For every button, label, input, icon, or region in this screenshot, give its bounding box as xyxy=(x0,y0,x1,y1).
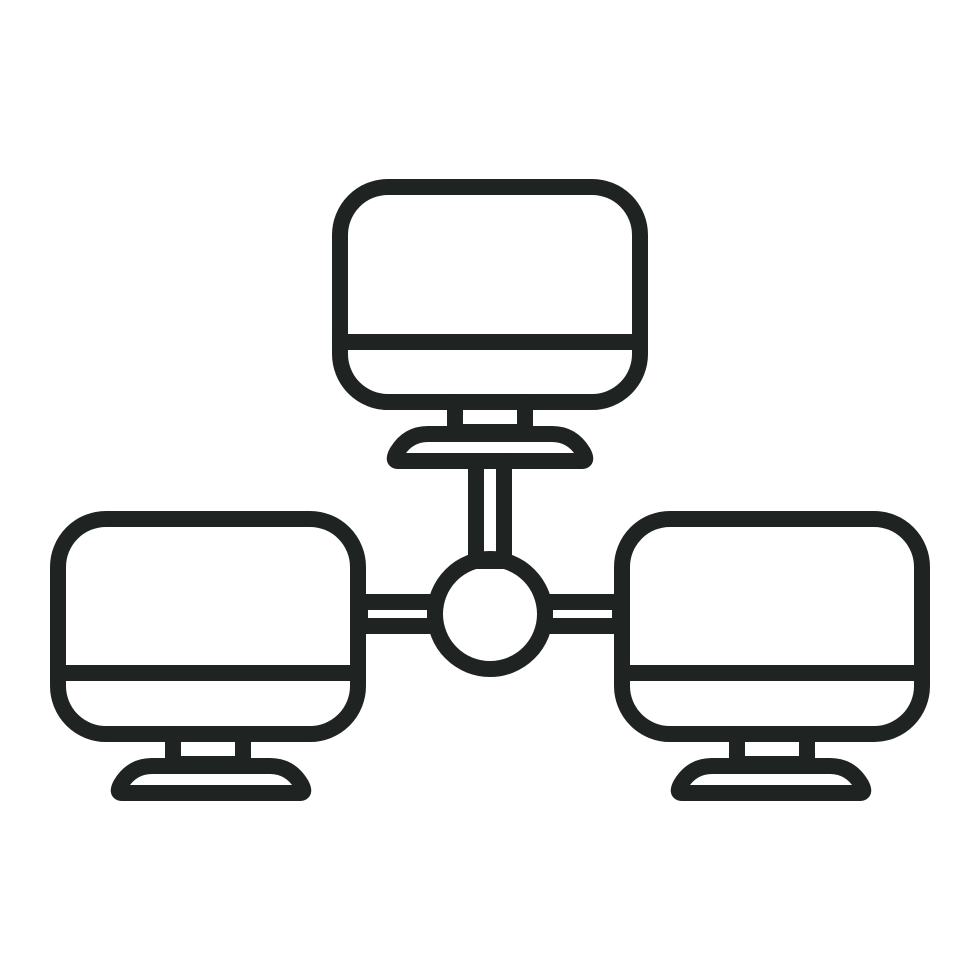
connector-top-icon xyxy=(468,453,512,569)
network-hub-icon xyxy=(427,551,553,677)
monitor-left-icon xyxy=(50,511,366,801)
connector-left-icon xyxy=(352,594,443,634)
monitor-top-icon xyxy=(332,179,648,469)
monitor-right-icon xyxy=(614,511,930,801)
connector-right-icon xyxy=(537,594,628,634)
